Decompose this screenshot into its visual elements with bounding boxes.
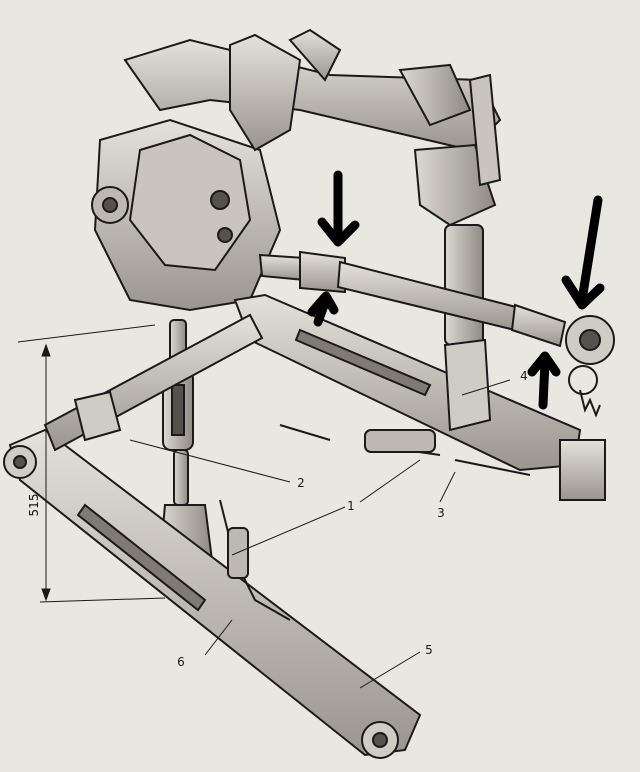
callouts: 1 2 3 4 5 6 (129, 369, 528, 689)
cross-shaft (43, 313, 264, 452)
callout-2: 2 (297, 476, 305, 490)
callout-4: 4 (520, 369, 528, 383)
callout-1: 1 (347, 499, 355, 513)
dimension-515: 515 (17, 324, 166, 603)
arrow-down-left-icon (317, 170, 360, 247)
tractor-housing (91, 28, 502, 312)
callout-5: 5 (425, 643, 433, 657)
callout-6: 6 (177, 655, 185, 669)
arrow-down-right-icon (561, 195, 605, 310)
marker-arrows (307, 170, 605, 410)
callout-3: 3 (437, 506, 445, 520)
arrow-up-right-icon (527, 351, 561, 410)
arrow-up-left-icon (307, 291, 339, 327)
right-lower-link (233, 293, 606, 501)
stabilizer-chains (219, 424, 531, 621)
dimension-value: 515 (27, 494, 41, 517)
top-link (258, 250, 615, 418)
left-lower-link (3, 428, 422, 759)
